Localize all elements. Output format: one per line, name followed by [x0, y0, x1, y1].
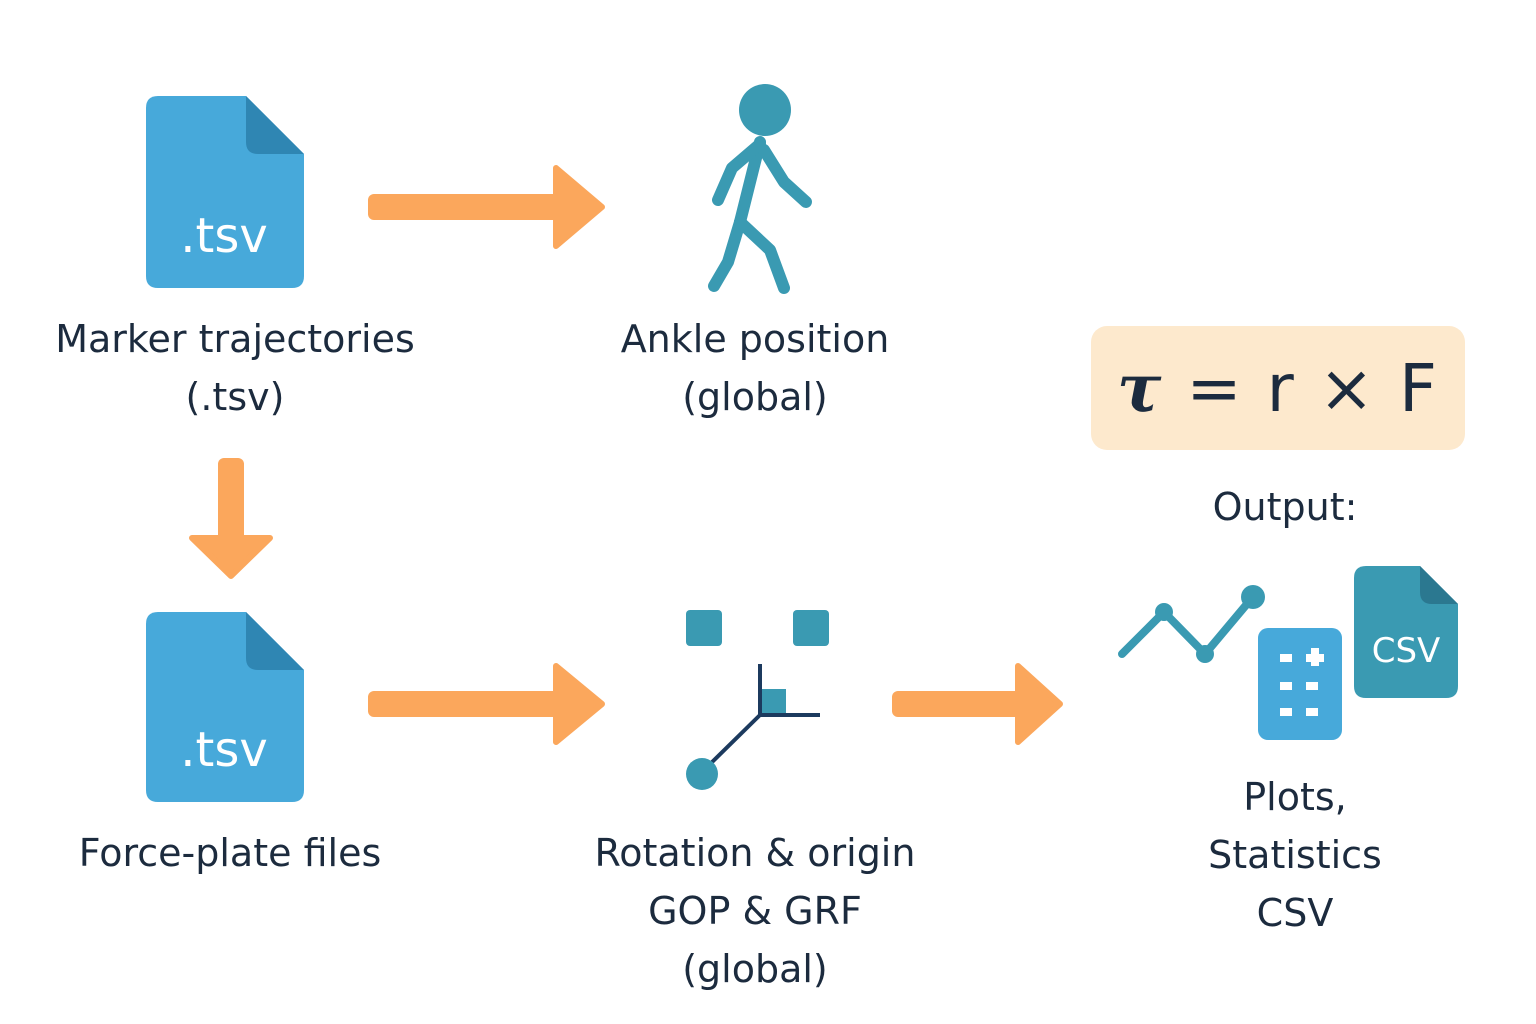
- rotation-origin-label: Rotation & origin GOP & GRF (global): [594, 831, 916, 991]
- csv-file-icon: CSV: [1354, 566, 1458, 698]
- arrow-right-icon: [368, 165, 605, 249]
- arrow-down-icon: [189, 458, 273, 579]
- formula-rest: = r × F: [1163, 349, 1440, 427]
- csv-ext-text: CSV: [1372, 631, 1441, 671]
- ankle-position-label: Ankle position (global): [620, 317, 890, 419]
- file-ext-text: .tsv: [180, 208, 268, 264]
- output-items-label: Plots, Statistics CSV: [1208, 775, 1382, 935]
- tsv-file-icon: .tsv: [146, 612, 304, 802]
- file-ext-text: .tsv: [180, 722, 268, 778]
- force-plate-label: Force-plate files: [78, 831, 382, 875]
- line-chart-icon: [1118, 585, 1265, 663]
- walking-person-icon: [708, 84, 812, 294]
- formula-tau: τ: [1116, 349, 1164, 427]
- coordinate-axes-icon: [686, 610, 829, 790]
- tsv-file-icon: .tsv: [146, 96, 304, 288]
- torque-formula: τ = r × F: [1091, 326, 1465, 450]
- marker-trajectories-label: Marker trajectories (.tsv): [55, 317, 415, 419]
- output-heading: Output:: [1212, 485, 1358, 529]
- arrow-right-icon: [368, 663, 605, 745]
- arrow-right-icon: [892, 663, 1063, 745]
- calculator-icon: [1258, 628, 1342, 740]
